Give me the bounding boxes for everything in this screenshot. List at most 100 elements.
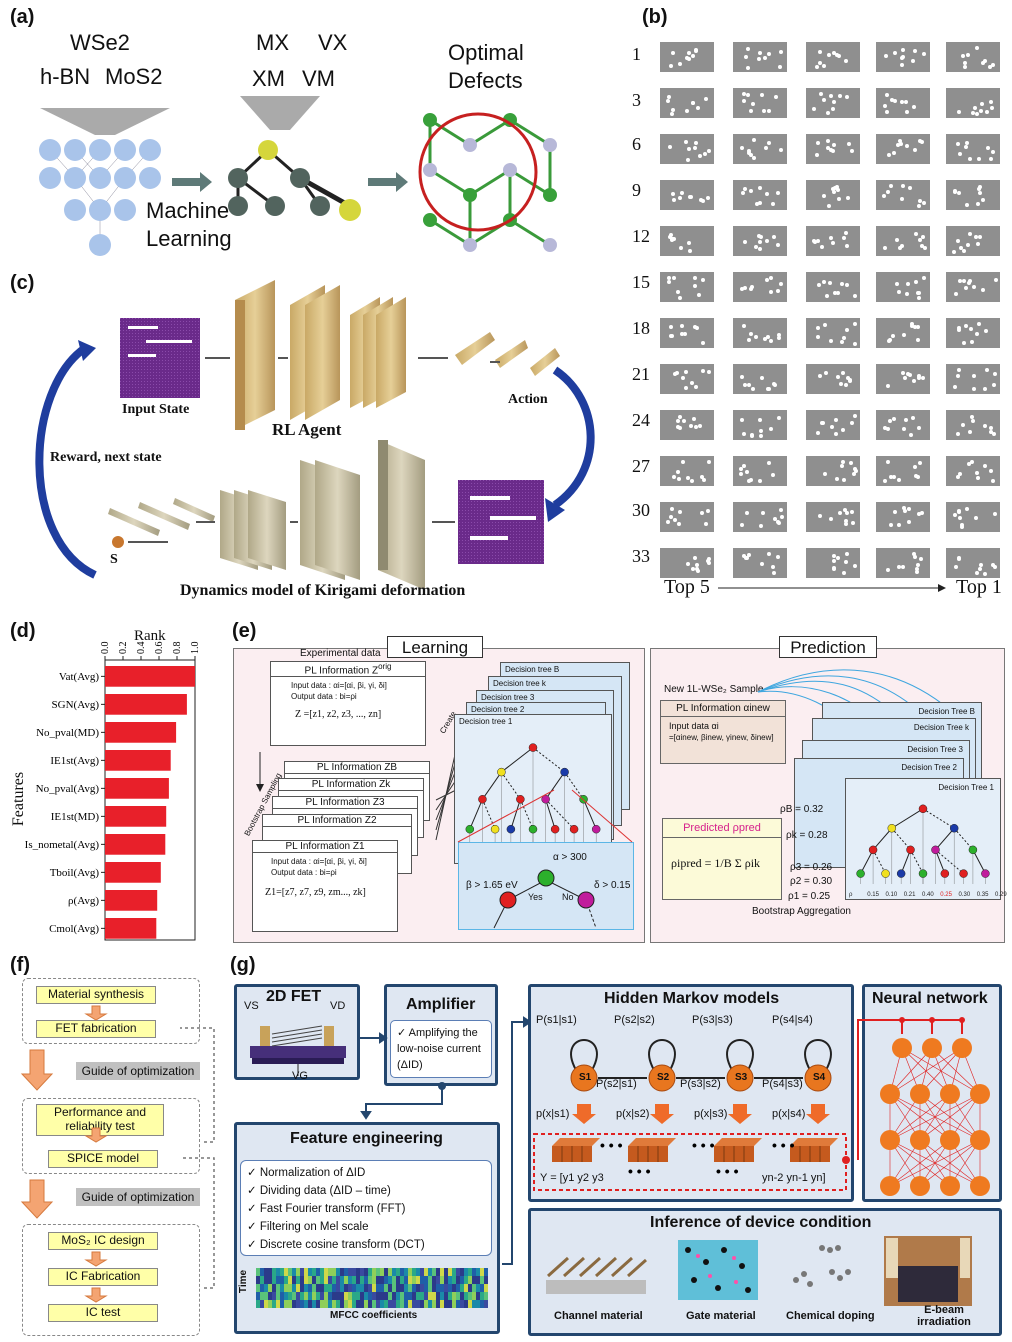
cut-dot (976, 241, 981, 246)
amplifier-title: Amplifier (406, 996, 476, 1013)
defect-type-3: XM (252, 66, 285, 91)
feature-label: IE1st(Avg) (50, 755, 99, 767)
mfcc-cell (408, 1292, 412, 1300)
gate-material-image (678, 1240, 758, 1300)
mfcc-cell (344, 1268, 348, 1276)
hmm-state-node (726, 1064, 754, 1092)
cut-dot (690, 567, 695, 572)
cut-dot (976, 322, 981, 327)
cut-pattern (733, 410, 787, 440)
mfcc-cell (272, 1276, 276, 1284)
mfcc-cell (300, 1276, 304, 1284)
cut-pattern (806, 364, 860, 394)
cut-dot (883, 104, 888, 108)
hmm-trans-1: P(s2|s1) (596, 1078, 637, 1090)
cut-dot (990, 562, 995, 567)
panel-c-figure (35, 280, 595, 590)
cut-dot (775, 554, 780, 559)
mfcc-cell (424, 1292, 428, 1300)
cut-dot (700, 198, 705, 203)
mfcc-cell (384, 1268, 388, 1276)
mfcc-cell (400, 1300, 404, 1308)
cut-pattern (946, 318, 1000, 348)
cut-dot (828, 94, 833, 99)
mfcc-cell (404, 1292, 408, 1300)
observation-block-top (790, 1138, 838, 1146)
mfcc-cell (368, 1292, 372, 1300)
cut-dot (679, 246, 684, 251)
nn-node (970, 1130, 990, 1150)
row-label-8: 21 (632, 364, 650, 384)
mfcc-cell (448, 1268, 452, 1276)
cut-dot (967, 461, 972, 466)
tree-node (528, 743, 538, 752)
cut-dot (896, 290, 901, 295)
cut-dot (960, 524, 965, 529)
cut-dot (668, 325, 673, 330)
cut-pattern (733, 180, 787, 210)
cut-dot (685, 157, 690, 162)
mfcc-cell (460, 1292, 464, 1300)
cut-dot (845, 94, 850, 99)
cut-dot (840, 281, 845, 286)
mfcc-cell (408, 1284, 412, 1292)
cut-dot (883, 478, 888, 483)
mfcc-cell (276, 1300, 280, 1308)
cut-dot (990, 150, 995, 155)
cut-dot (816, 431, 821, 436)
mfcc-cell (348, 1284, 352, 1292)
cut-dot (677, 414, 682, 419)
cut-dot (971, 284, 976, 289)
cut-dot (838, 382, 843, 387)
cut-dot (845, 376, 850, 381)
cut-dot (887, 338, 892, 343)
condition-4: E-beam irradiation (917, 1304, 971, 1328)
mfcc-cell (372, 1284, 376, 1292)
cut-dot (849, 149, 854, 154)
cut-dot (980, 287, 985, 292)
cut-dot (683, 370, 688, 375)
hmm-emit-4: p(x|s4) (772, 1108, 806, 1120)
mfcc-cell (384, 1300, 388, 1308)
decision-tree-1: ρ0.150.100.210.400.250.300.350.29 (458, 743, 618, 862)
cut-dot (821, 97, 826, 102)
cut-dot (821, 279, 826, 284)
cut-dot (836, 374, 841, 379)
cut-dot (688, 423, 693, 428)
cut-pattern (806, 548, 860, 578)
emit-arrow (572, 1104, 596, 1124)
tree-axis-tick: 0.10 (886, 892, 898, 898)
mfcc-cell (428, 1292, 432, 1300)
vd-label: VD (330, 1000, 346, 1012)
nn-edge (889, 1139, 951, 1187)
cut-dot (904, 100, 909, 105)
cut-dot (975, 202, 980, 207)
cut-pattern (876, 410, 930, 440)
guide-banner-1: Guide of optimization (76, 1062, 200, 1080)
condition-2: Gate material (686, 1310, 756, 1322)
hmm-self-4: P(s4|s4) (772, 1014, 813, 1026)
cut-dot (978, 191, 983, 196)
cut-dot (830, 240, 835, 245)
mfcc-cell (484, 1276, 488, 1284)
cut-dot (885, 568, 890, 573)
mfcc-cell (256, 1284, 260, 1292)
cut-dot (669, 111, 674, 116)
top-arrow (718, 584, 946, 592)
mfcc-cell (376, 1300, 380, 1308)
cut-dot (910, 58, 915, 63)
cut-dot (776, 243, 781, 248)
cut-dot (993, 565, 998, 570)
cut-dot (904, 110, 909, 115)
cut-dot (686, 50, 691, 55)
cut-dot (916, 295, 921, 300)
feature-label: SGN(Avg) (52, 699, 100, 711)
feature-label: Cmol(Avg) (49, 923, 99, 935)
step-ic-design: MoS₂ IC design (48, 1232, 158, 1250)
mfcc-cell (412, 1284, 416, 1292)
feature-bar (105, 778, 169, 799)
mfcc-cell (456, 1276, 460, 1284)
mfcc-cell (340, 1268, 344, 1276)
cut-dot (828, 235, 833, 240)
